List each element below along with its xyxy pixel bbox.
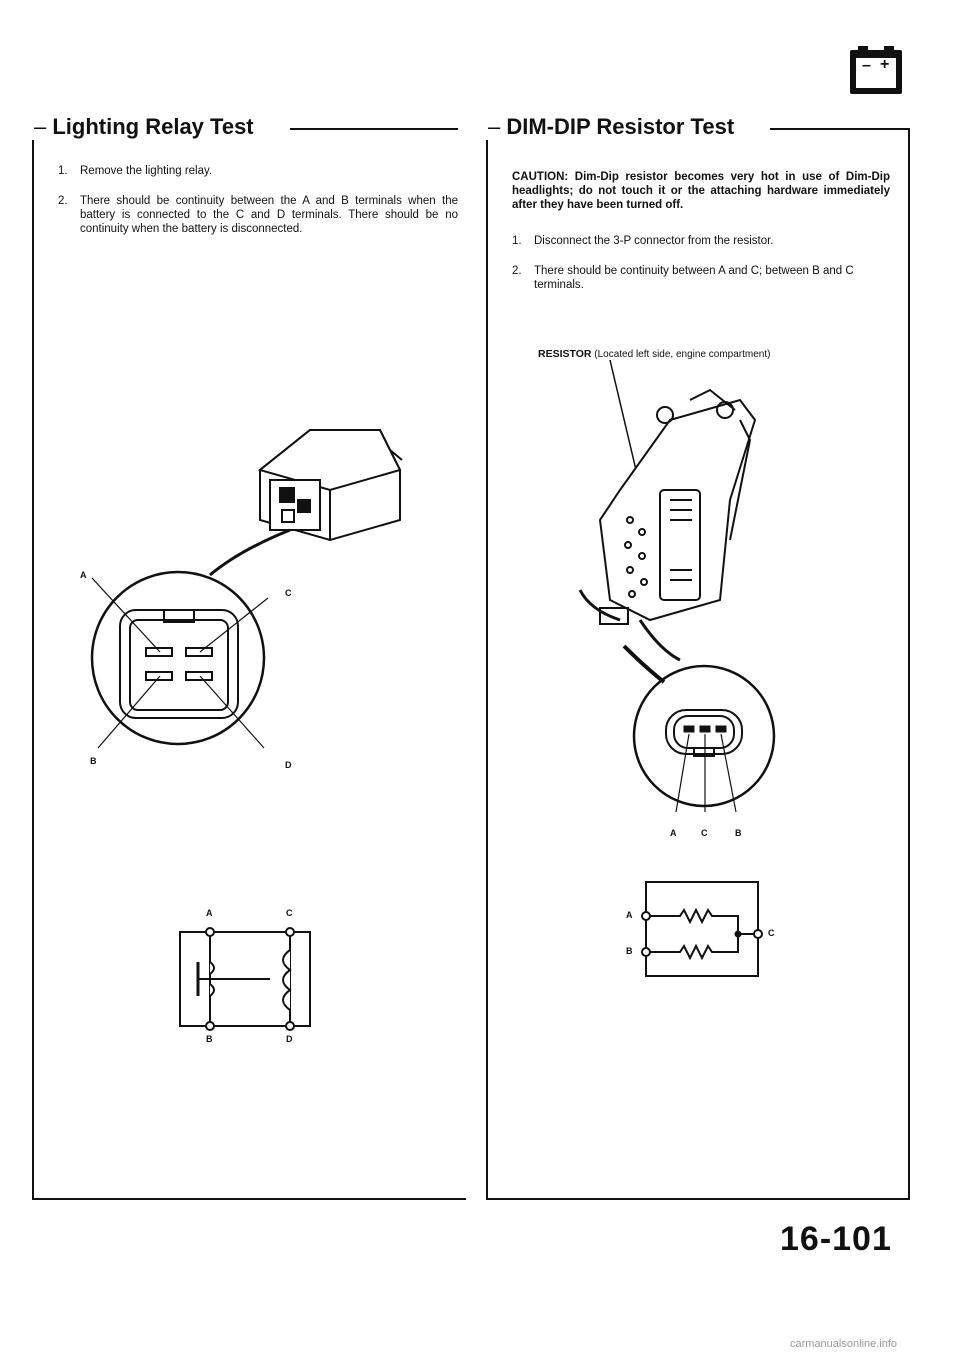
relay-terminal-d-label: D	[285, 760, 292, 770]
page-number: 16-101	[780, 1220, 892, 1258]
right-section-title: – DIM-DIP Resistor Test	[480, 114, 743, 140]
schematic-right-c-label: C	[768, 928, 775, 938]
left-section-title: – Lighting Relay Test	[26, 114, 262, 140]
right-step-1: 1. Disconnect the 3-P connector from the…	[512, 235, 774, 247]
relay-leader-line	[209, 528, 291, 577]
connector-leader-line	[622, 644, 666, 684]
right-panel-frame	[486, 128, 910, 1200]
relay-terminal-c-label: C	[285, 588, 292, 598]
left-step-2: 2. There should be continuity between th…	[58, 195, 458, 235]
left-step-1: 1. Remove the lighting relay.	[58, 165, 213, 177]
relay-terminal-view	[90, 570, 269, 749]
right-step-2: 2. There should be continuity between A …	[512, 265, 854, 291]
relay-terminal-b-label: B	[90, 756, 97, 766]
connector-a-label: A	[670, 828, 677, 838]
battery-plus: +	[880, 56, 890, 73]
right-title-rule	[770, 128, 908, 130]
resistor-illustration	[578, 359, 757, 662]
footer-watermark: carmanualsonline.info	[790, 1338, 898, 1350]
connector-c-label: C	[701, 828, 708, 838]
resistor-schematic	[641, 881, 763, 977]
schematic-left-a-label: A	[206, 908, 213, 918]
schematic-right-b-label: B	[626, 946, 633, 956]
schematic-left-c-label: C	[286, 908, 293, 918]
schematic-left-d-label: D	[286, 1034, 293, 1044]
relay-illustration	[257, 429, 403, 542]
schematic-right-a-label: A	[626, 910, 633, 920]
resistor-caption: RESISTOR (Located left side, engine comp…	[538, 348, 771, 360]
schematic-left-b-label: B	[206, 1034, 213, 1044]
battery-icon: – +	[850, 46, 902, 94]
relay-terminal-a-label: A	[80, 570, 87, 580]
relay-schematic	[179, 927, 311, 1031]
left-title-rule	[290, 128, 458, 130]
battery-minus: –	[862, 57, 871, 74]
caution-note: CAUTION: Dim-Dip resistor becomes very h…	[512, 171, 890, 211]
left-panel-frame	[32, 128, 466, 1200]
resistor-connector-view	[632, 664, 776, 813]
connector-b-label: B	[735, 828, 742, 838]
